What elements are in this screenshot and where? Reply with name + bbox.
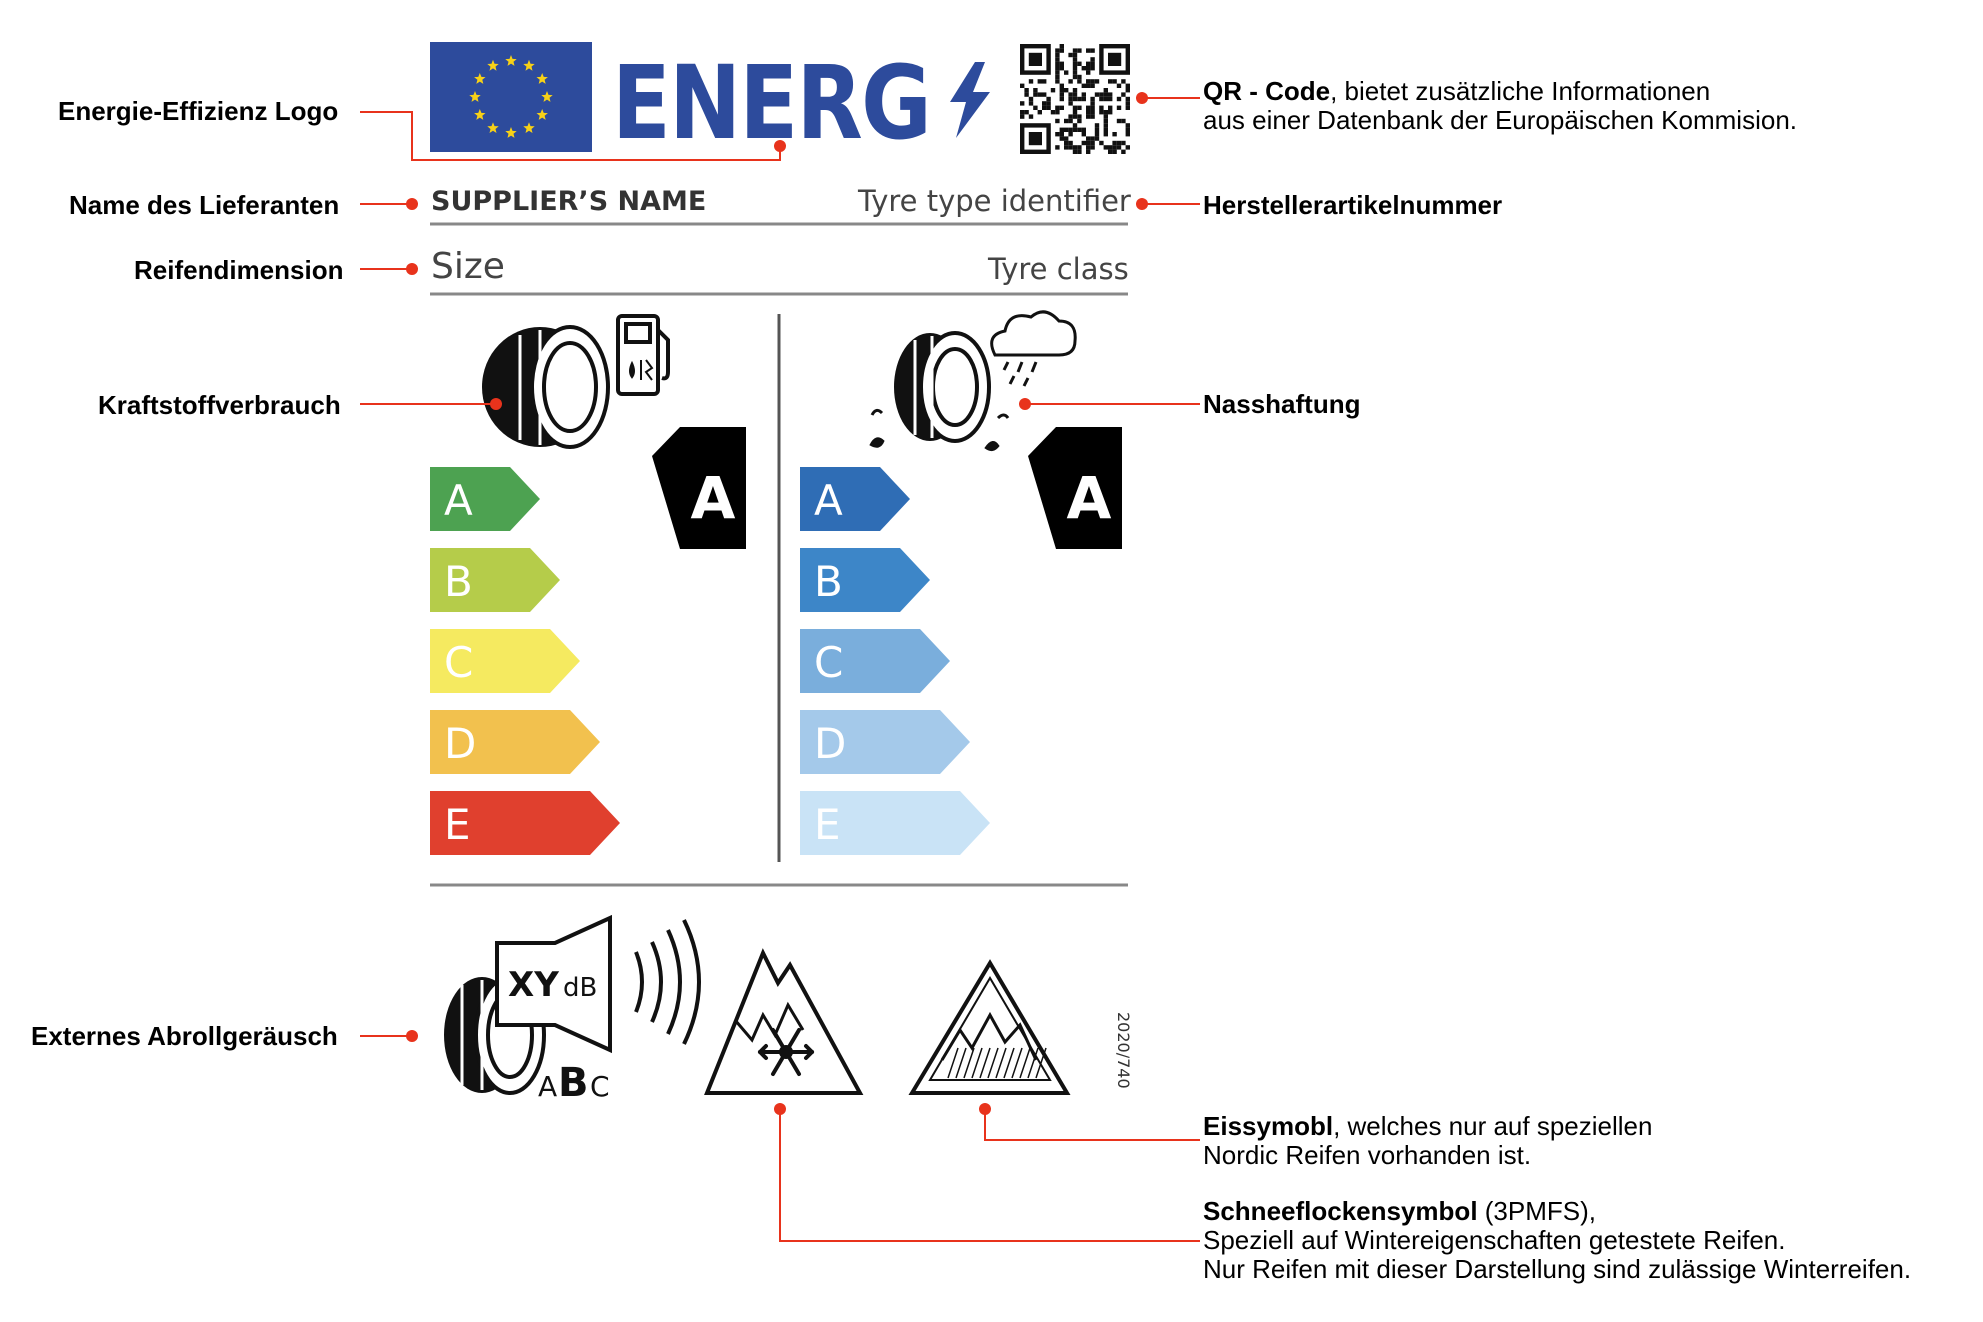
tyre-size: Size bbox=[431, 246, 505, 287]
svg-text:A: A bbox=[1067, 464, 1112, 532]
tyre-class: Tyre class bbox=[988, 252, 1129, 286]
snowflake-mountain-icon bbox=[704, 948, 864, 1095]
fuel-class-label: C bbox=[444, 638, 473, 687]
tyre-wet-icon bbox=[869, 331, 1010, 452]
qr-code-icon bbox=[1018, 42, 1130, 154]
svg-text:A: A bbox=[538, 1070, 557, 1103]
fuel-class-label: E bbox=[444, 800, 471, 849]
energy-logo-text: ENERG bbox=[612, 44, 930, 163]
callout-size: Reifendimension bbox=[134, 255, 344, 285]
eu-flag-icon bbox=[430, 42, 592, 152]
eu-star-icon bbox=[474, 73, 486, 84]
eu-star-icon bbox=[541, 91, 553, 102]
eu-star-icon bbox=[523, 122, 535, 133]
eu-star-icon bbox=[536, 73, 548, 84]
callout-supplier: Name des Lieferanten bbox=[69, 190, 340, 220]
eu-star-icon bbox=[474, 109, 486, 120]
fuel-arrow-a bbox=[430, 467, 540, 531]
wet-class-label: A bbox=[814, 476, 843, 525]
fuel-arrow-d bbox=[430, 710, 600, 774]
wet-class-label: D bbox=[814, 719, 846, 768]
noise-value: XY bbox=[508, 965, 559, 1005]
svg-text:A: A bbox=[691, 464, 736, 532]
regulation-number: 2020/740 bbox=[1114, 1012, 1133, 1089]
speaker-icon bbox=[495, 914, 701, 1054]
callout-qr: QR - Code, bietet zusätzliche Informatio… bbox=[1203, 76, 1798, 135]
fuel-arrow-b bbox=[430, 548, 560, 612]
fuel-class-label: A bbox=[444, 476, 473, 525]
callout-fuel: Kraftstoffverbrauch bbox=[98, 390, 341, 420]
eu-star-icon bbox=[536, 109, 548, 120]
wet-class-label: C bbox=[814, 638, 843, 687]
noise-class-scale: A B C bbox=[538, 1060, 610, 1106]
callout-ice: Eissymobl, welches nur auf speziellen No… bbox=[1203, 1111, 1653, 1170]
wet-arrow-e bbox=[800, 791, 990, 855]
callout-noise: Externes Abrollgeräusch bbox=[31, 1021, 338, 1051]
wet-class-label: E bbox=[814, 800, 841, 849]
fuel-class-label: D bbox=[444, 719, 476, 768]
callout-logo: Energie-Effizienz Logo bbox=[58, 96, 339, 126]
tyre-fuel-icon bbox=[482, 325, 610, 449]
eu-star-icon bbox=[505, 55, 517, 66]
wet-arrow-a bbox=[800, 467, 910, 531]
eu-star-icon bbox=[523, 59, 535, 71]
ice-mountain-icon bbox=[908, 959, 1071, 1095]
fuel-pump-icon bbox=[616, 314, 670, 396]
wet-class-label: B bbox=[814, 557, 843, 606]
fuel-rating-badge: A bbox=[652, 427, 746, 549]
wet-arrow-b bbox=[800, 548, 930, 612]
wet-arrow-d bbox=[800, 710, 970, 774]
callout-snow: Schneeflockensymbol (3PMFS), Speziell au… bbox=[1203, 1196, 1912, 1284]
svg-text:B: B bbox=[558, 1060, 589, 1106]
eu-star-icon bbox=[487, 122, 499, 133]
eu-star-icon bbox=[469, 91, 481, 102]
fuel-arrow-e bbox=[430, 791, 620, 855]
leader-lines bbox=[360, 97, 1200, 1242]
svg-text:C: C bbox=[590, 1070, 610, 1103]
tyre-type-identifier: Tyre type identifier bbox=[858, 184, 1131, 218]
leader-dots bbox=[406, 92, 1148, 1115]
rain-cloud-icon bbox=[990, 310, 1077, 387]
fuel-class-label: B bbox=[444, 557, 473, 606]
wet-arrow-c bbox=[800, 629, 950, 693]
eu-star-icon bbox=[487, 59, 499, 71]
callout-identifier: Herstellerartikelnummer bbox=[1203, 190, 1503, 220]
lightning-icon bbox=[950, 62, 990, 138]
fuel-arrow-c bbox=[430, 629, 580, 693]
wet-rating-badge: A bbox=[1028, 427, 1122, 549]
noise-unit: dB bbox=[563, 973, 597, 1003]
eu-star-icon bbox=[505, 127, 517, 138]
supplier-name: SUPPLIER’S NAME bbox=[431, 186, 707, 217]
callout-wet-grip: Nasshaftung bbox=[1203, 389, 1361, 419]
